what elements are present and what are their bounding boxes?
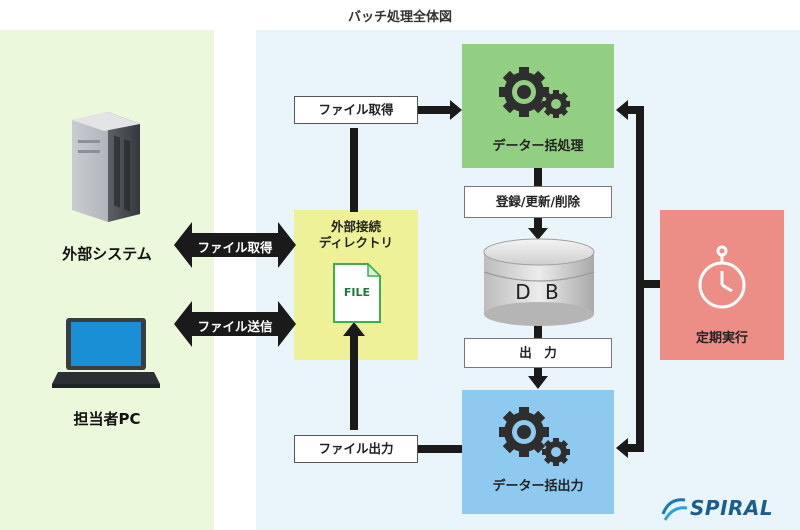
person-pc-label: 担当者PC xyxy=(73,410,141,428)
diagram-title: バッチ処理全体図 xyxy=(347,10,452,25)
file-icon-text: FILE xyxy=(343,286,371,299)
output-label: 出 力 xyxy=(464,338,612,368)
directory-label: 外部接続 ディレクトリ xyxy=(294,219,418,251)
directory-label-line1: 外部接続 xyxy=(330,219,381,234)
file-output-label: ファイル出力 xyxy=(294,435,418,463)
external-system-label: 外部システム xyxy=(62,245,152,263)
bulk-process-label: データー括処理 xyxy=(492,139,584,154)
register-update-delete-label: 登録/更新/削除 xyxy=(464,186,612,218)
bulk-output-label: データー括出力 xyxy=(492,479,584,494)
db-label: D B xyxy=(515,280,563,304)
file-get-arrow-label: ファイル取得 xyxy=(197,240,273,255)
scheduled-run-label: 定期実行 xyxy=(695,331,748,346)
external-panel xyxy=(0,30,214,530)
file-send-arrow-label: ファイル送信 xyxy=(197,319,273,334)
file-get-label: ファイル取得 xyxy=(294,96,418,124)
spiral-logo: SPIRAL xyxy=(690,496,774,520)
bulk-output-box xyxy=(462,390,614,514)
directory-label-line2: ディレクトリ xyxy=(318,235,394,250)
